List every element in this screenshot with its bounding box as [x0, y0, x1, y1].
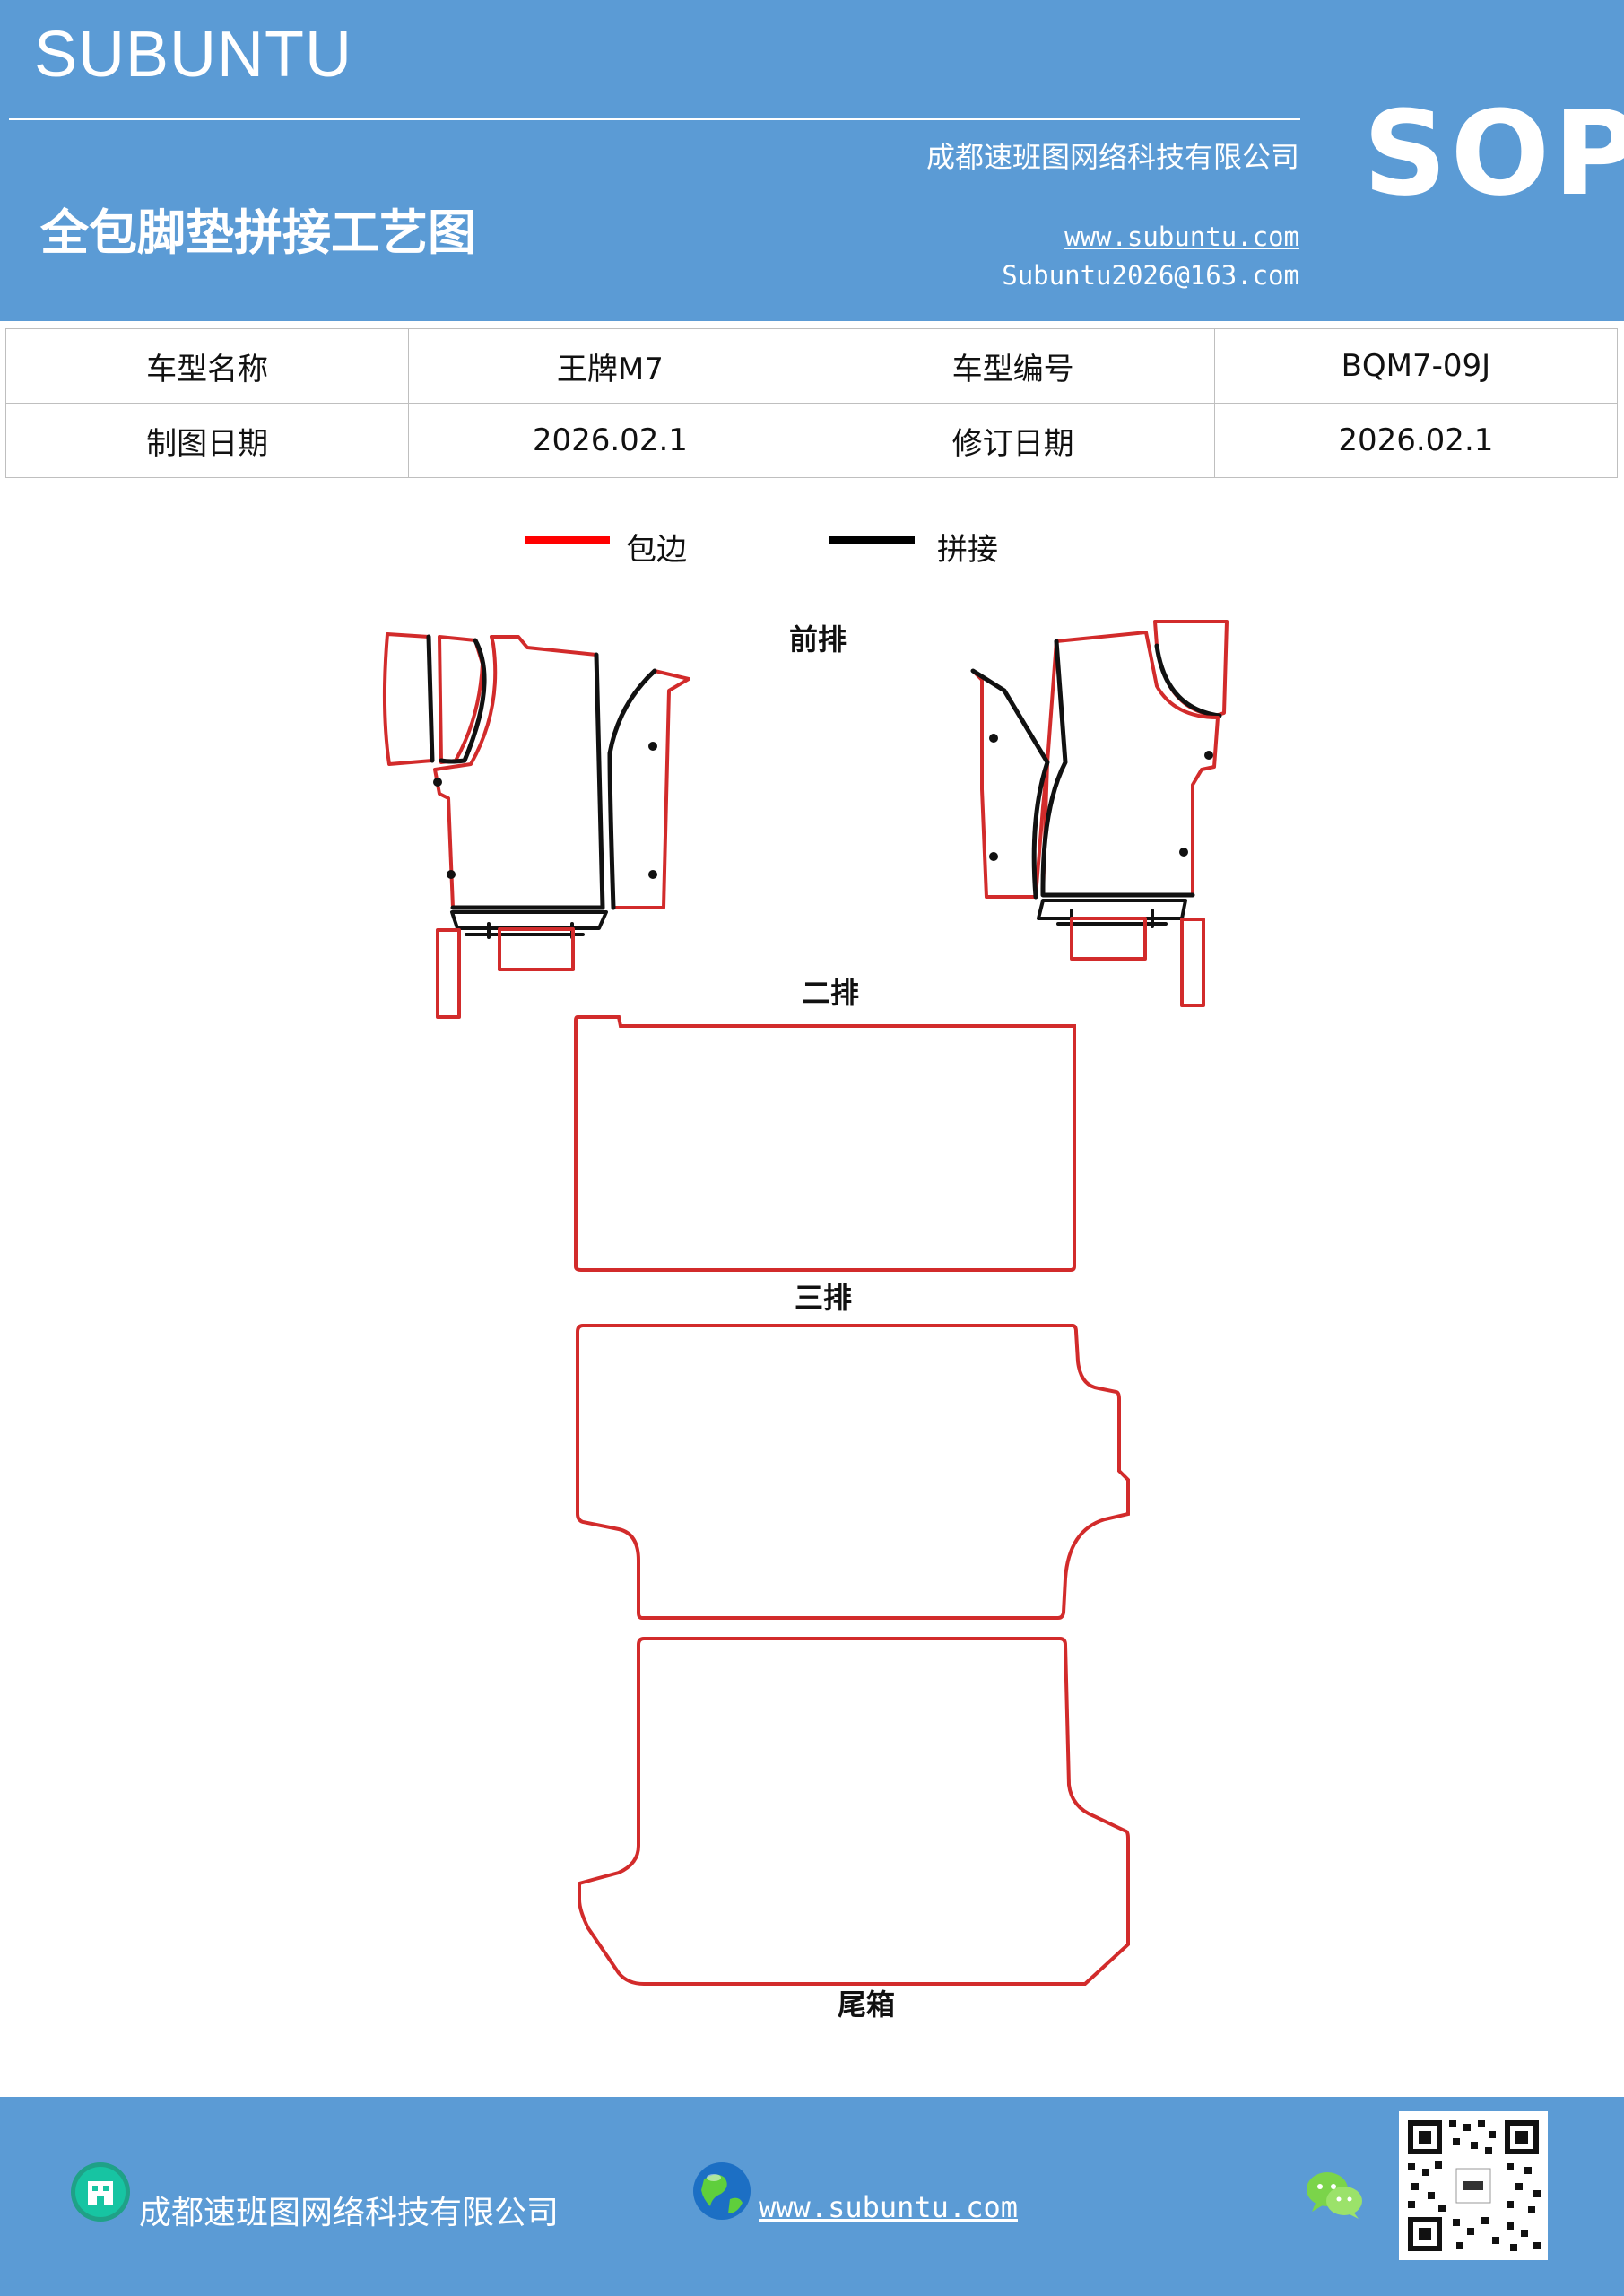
table-cell: 2026.02.1 — [1213, 403, 1619, 478]
table-cell: 王牌M7 — [408, 328, 812, 404]
table-cell: 车型编号 — [811, 328, 1215, 404]
header-divider — [9, 118, 1300, 120]
table-cell: 车型名称 — [4, 328, 410, 404]
label-front-row: 前排 — [789, 622, 847, 657]
mat-splicing-diagram: 前排 二排 三排 尾箱 — [382, 620, 1229, 2022]
document-title: 全包脚垫拼接工艺图 — [40, 204, 476, 261]
table-row: 制图日期 2026.02.1 修订日期 2026.02.1 — [4, 403, 1619, 478]
company-name: 成都速班图网络科技有限公司 — [925, 140, 1299, 174]
table-cell: 2026.02.1 — [408, 403, 812, 478]
legend-swatch-seam — [829, 536, 915, 544]
table-cell: 制图日期 — [4, 403, 410, 478]
legend-label-seam: 拼接 — [937, 532, 998, 568]
trunk-mat — [578, 1637, 1130, 1986]
legend-label-edge: 包边 — [626, 532, 687, 568]
table-cell: BQM7-09J — [1213, 328, 1619, 404]
footer-website-link[interactable]: www.subuntu.com — [759, 2190, 1018, 2224]
footer-banner: 成都速班图网络科技有限公司 www.subuntu.com — [0, 2097, 1624, 2296]
table-row: 车型名称 王牌M7 车型编号 BQM7-09J — [4, 328, 1619, 404]
label-trunk: 尾箱 — [838, 1987, 895, 2022]
second-row-mat — [574, 1015, 1076, 1272]
header-banner: SUBUNTU 成都速班图网络科技有限公司 全包脚垫拼接工艺图 www.subu… — [0, 0, 1624, 321]
globe-icon — [693, 2162, 751, 2220]
qr-code[interactable] — [1399, 2111, 1548, 2260]
vehicle-info-table: 车型名称 王牌M7 车型编号 BQM7-09J 制图日期 2026.02.1 修… — [4, 328, 1619, 478]
wechat-icon — [1307, 2172, 1362, 2219]
third-row-mat — [576, 1324, 1130, 1620]
legend-swatch-edge — [525, 536, 610, 544]
front-left-mat — [382, 632, 690, 1019]
brand-name: SUBUNTU — [34, 19, 353, 91]
label-third-row: 三排 — [795, 1281, 852, 1315]
table-cell: 修订日期 — [811, 403, 1215, 478]
front-right-mat — [970, 620, 1229, 1007]
footer-company-name: 成都速班图网络科技有限公司 — [139, 2195, 560, 2231]
building-icon — [71, 2162, 130, 2222]
email-address: Subuntu2026@163.com — [1002, 260, 1299, 291]
sop-badge: SOP — [1363, 85, 1624, 222]
website-link[interactable]: www.subuntu.com — [1064, 222, 1299, 252]
label-second-row: 二排 — [802, 976, 859, 1010]
